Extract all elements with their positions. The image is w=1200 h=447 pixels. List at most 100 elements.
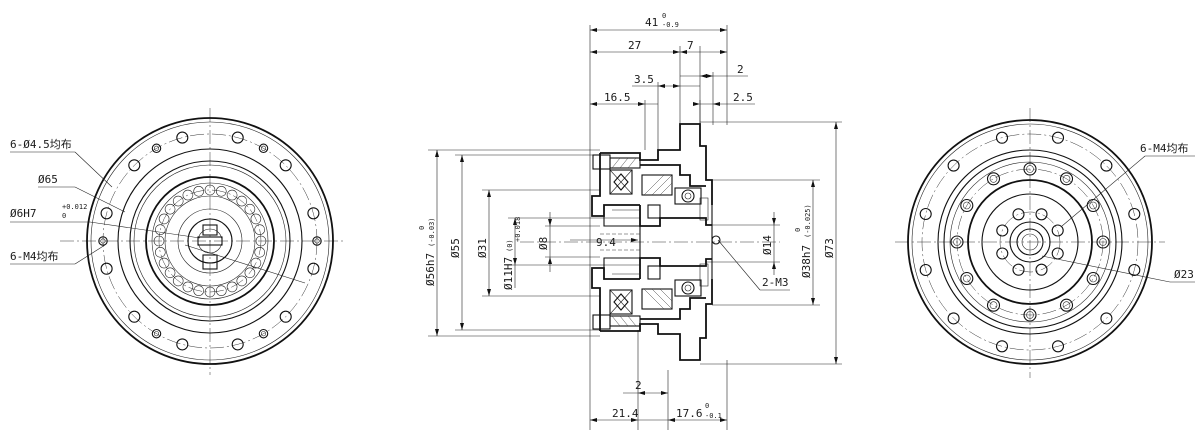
bolt-hole-inner: [1026, 311, 1034, 319]
dim-d56-upper: 0: [418, 226, 426, 230]
bolt-hole-inner: [1099, 238, 1107, 246]
section-upper-half: [591, 123, 713, 227]
mounting-hole: [307, 207, 320, 220]
dim-3-5: 3.5: [634, 73, 654, 86]
m4-hole: [258, 143, 269, 154]
outer-hole: [919, 263, 932, 277]
bolt-hole-inner: [1089, 201, 1097, 210]
label-m4-right: 6-M4均布: [1140, 142, 1189, 155]
mounting-hole: [231, 338, 244, 351]
label-d23: Ø23: [1174, 268, 1194, 281]
dim-d11: Ø11H7: [502, 257, 515, 290]
bolt-hole: [1096, 235, 1110, 249]
bolt-hole: [1086, 271, 1100, 286]
bearing-ball: [255, 235, 267, 247]
outer-hole: [1051, 131, 1065, 144]
bolt-hole-inner: [953, 238, 961, 246]
output-hole: [1035, 208, 1048, 221]
output-hole: [996, 247, 1009, 260]
mounting-hole: [128, 159, 141, 172]
bearing-ball: [254, 224, 266, 235]
bolt-hole-inner: [962, 201, 971, 210]
dim-41-lower: -0.9: [662, 21, 679, 29]
label-d6h7: Ø6H7: [10, 207, 37, 220]
bearing-ball: [155, 247, 166, 258]
bolt-hole: [1059, 298, 1074, 312]
bearing-ball: [250, 213, 262, 225]
dim-d55: Ø55: [449, 238, 462, 258]
label-d65: Ø65: [38, 173, 58, 186]
mounting-hole: [100, 262, 113, 275]
bearing-ball: [182, 281, 194, 293]
bearing-ball: [155, 224, 166, 235]
m4-hole-inner: [260, 331, 266, 337]
bearing-ball: [158, 257, 170, 269]
dim-d11-upper: +0.018: [514, 217, 522, 242]
bolt-hole-inner: [1062, 301, 1071, 310]
bearing-ball: [172, 275, 184, 287]
right-view: 6-M4均布 Ø23: [895, 108, 1195, 378]
bearing-ball: [236, 195, 248, 207]
mounting-hole: [279, 159, 292, 172]
bolt-hole: [986, 172, 1001, 186]
bearing-ball: [226, 281, 238, 293]
label-6-holes: 6-Ø4.5均布: [10, 138, 72, 151]
dim-2-5: 2.5: [733, 91, 753, 104]
m4-hole-inner: [100, 238, 106, 244]
outer-hole: [1128, 207, 1141, 221]
dim-d56: Ø56h7: [424, 253, 437, 286]
left-view: 6-Ø4.5均布 Ø65 Ø6H7 +0.012 0 6-M4均布: [10, 108, 345, 375]
mounting-hole: [279, 310, 292, 323]
bolt-hole: [1023, 308, 1037, 322]
bearing-ball: [204, 184, 216, 196]
dim-d14: Ø14: [761, 235, 774, 255]
m4-threaded-holes: [98, 143, 322, 339]
bolt-hole: [1023, 162, 1037, 176]
bearing-ball: [244, 203, 256, 215]
bolt-hole-inner: [962, 274, 971, 283]
m4-hole-inner: [314, 238, 320, 244]
bolt-hole: [986, 298, 1001, 312]
m4-hole: [98, 236, 108, 246]
mounting-hole: [100, 207, 113, 220]
dim-d73: Ø73: [823, 238, 836, 258]
m4-hole: [151, 328, 162, 339]
bearing-ball: [216, 285, 227, 297]
dim-7: 7: [687, 39, 694, 52]
outer-hole: [1128, 263, 1141, 277]
mounting-hole: [176, 131, 189, 144]
bearing-balls: [153, 184, 267, 298]
bolt-hole-inner: [989, 175, 998, 183]
dim-d8: Ø8: [537, 237, 550, 250]
bearing-ball: [164, 203, 176, 215]
bearing-ball: [250, 257, 262, 269]
label-d6h7-upper: +0.012: [62, 203, 87, 211]
dim-d31: Ø31: [476, 238, 489, 258]
bearing-ball: [226, 189, 238, 201]
m4-hole-inner: [260, 145, 266, 151]
bolt-hole-inner: [1089, 274, 1097, 283]
m4-hole: [258, 328, 269, 339]
bearing-ball: [254, 247, 266, 258]
dim-d11-tol: (0): [506, 239, 514, 252]
bearing-ball: [153, 235, 165, 247]
dim-d38-tol: (-0.025): [804, 204, 812, 238]
bolt-hole: [1059, 172, 1074, 186]
outer-hole: [947, 312, 960, 325]
dim-d56-tol: (-0.03): [428, 217, 436, 247]
dim-2-bottom: 2: [635, 379, 642, 392]
bearing-ball: [182, 189, 194, 201]
bolt-hole-inner: [1062, 175, 1071, 183]
label-d6h7-lower: 0: [62, 212, 66, 220]
dim-21-4: 21.4: [612, 407, 639, 420]
m4-hole-inner: [154, 145, 160, 151]
dim-9-4: 9.4: [596, 236, 616, 249]
mounting-hole: [176, 338, 189, 351]
section-view: 41 0 -0.9 27 7 2 3.5 16.5 2.5 2: [418, 12, 842, 430]
outer-hole: [995, 340, 1009, 353]
bearing-ball: [193, 186, 204, 197]
label-m4-left: 6-M4均布: [10, 250, 59, 263]
dim-27: 27: [628, 39, 641, 52]
dim-d38: Ø38h7: [800, 245, 813, 278]
output-m4-holes: [996, 208, 1064, 276]
